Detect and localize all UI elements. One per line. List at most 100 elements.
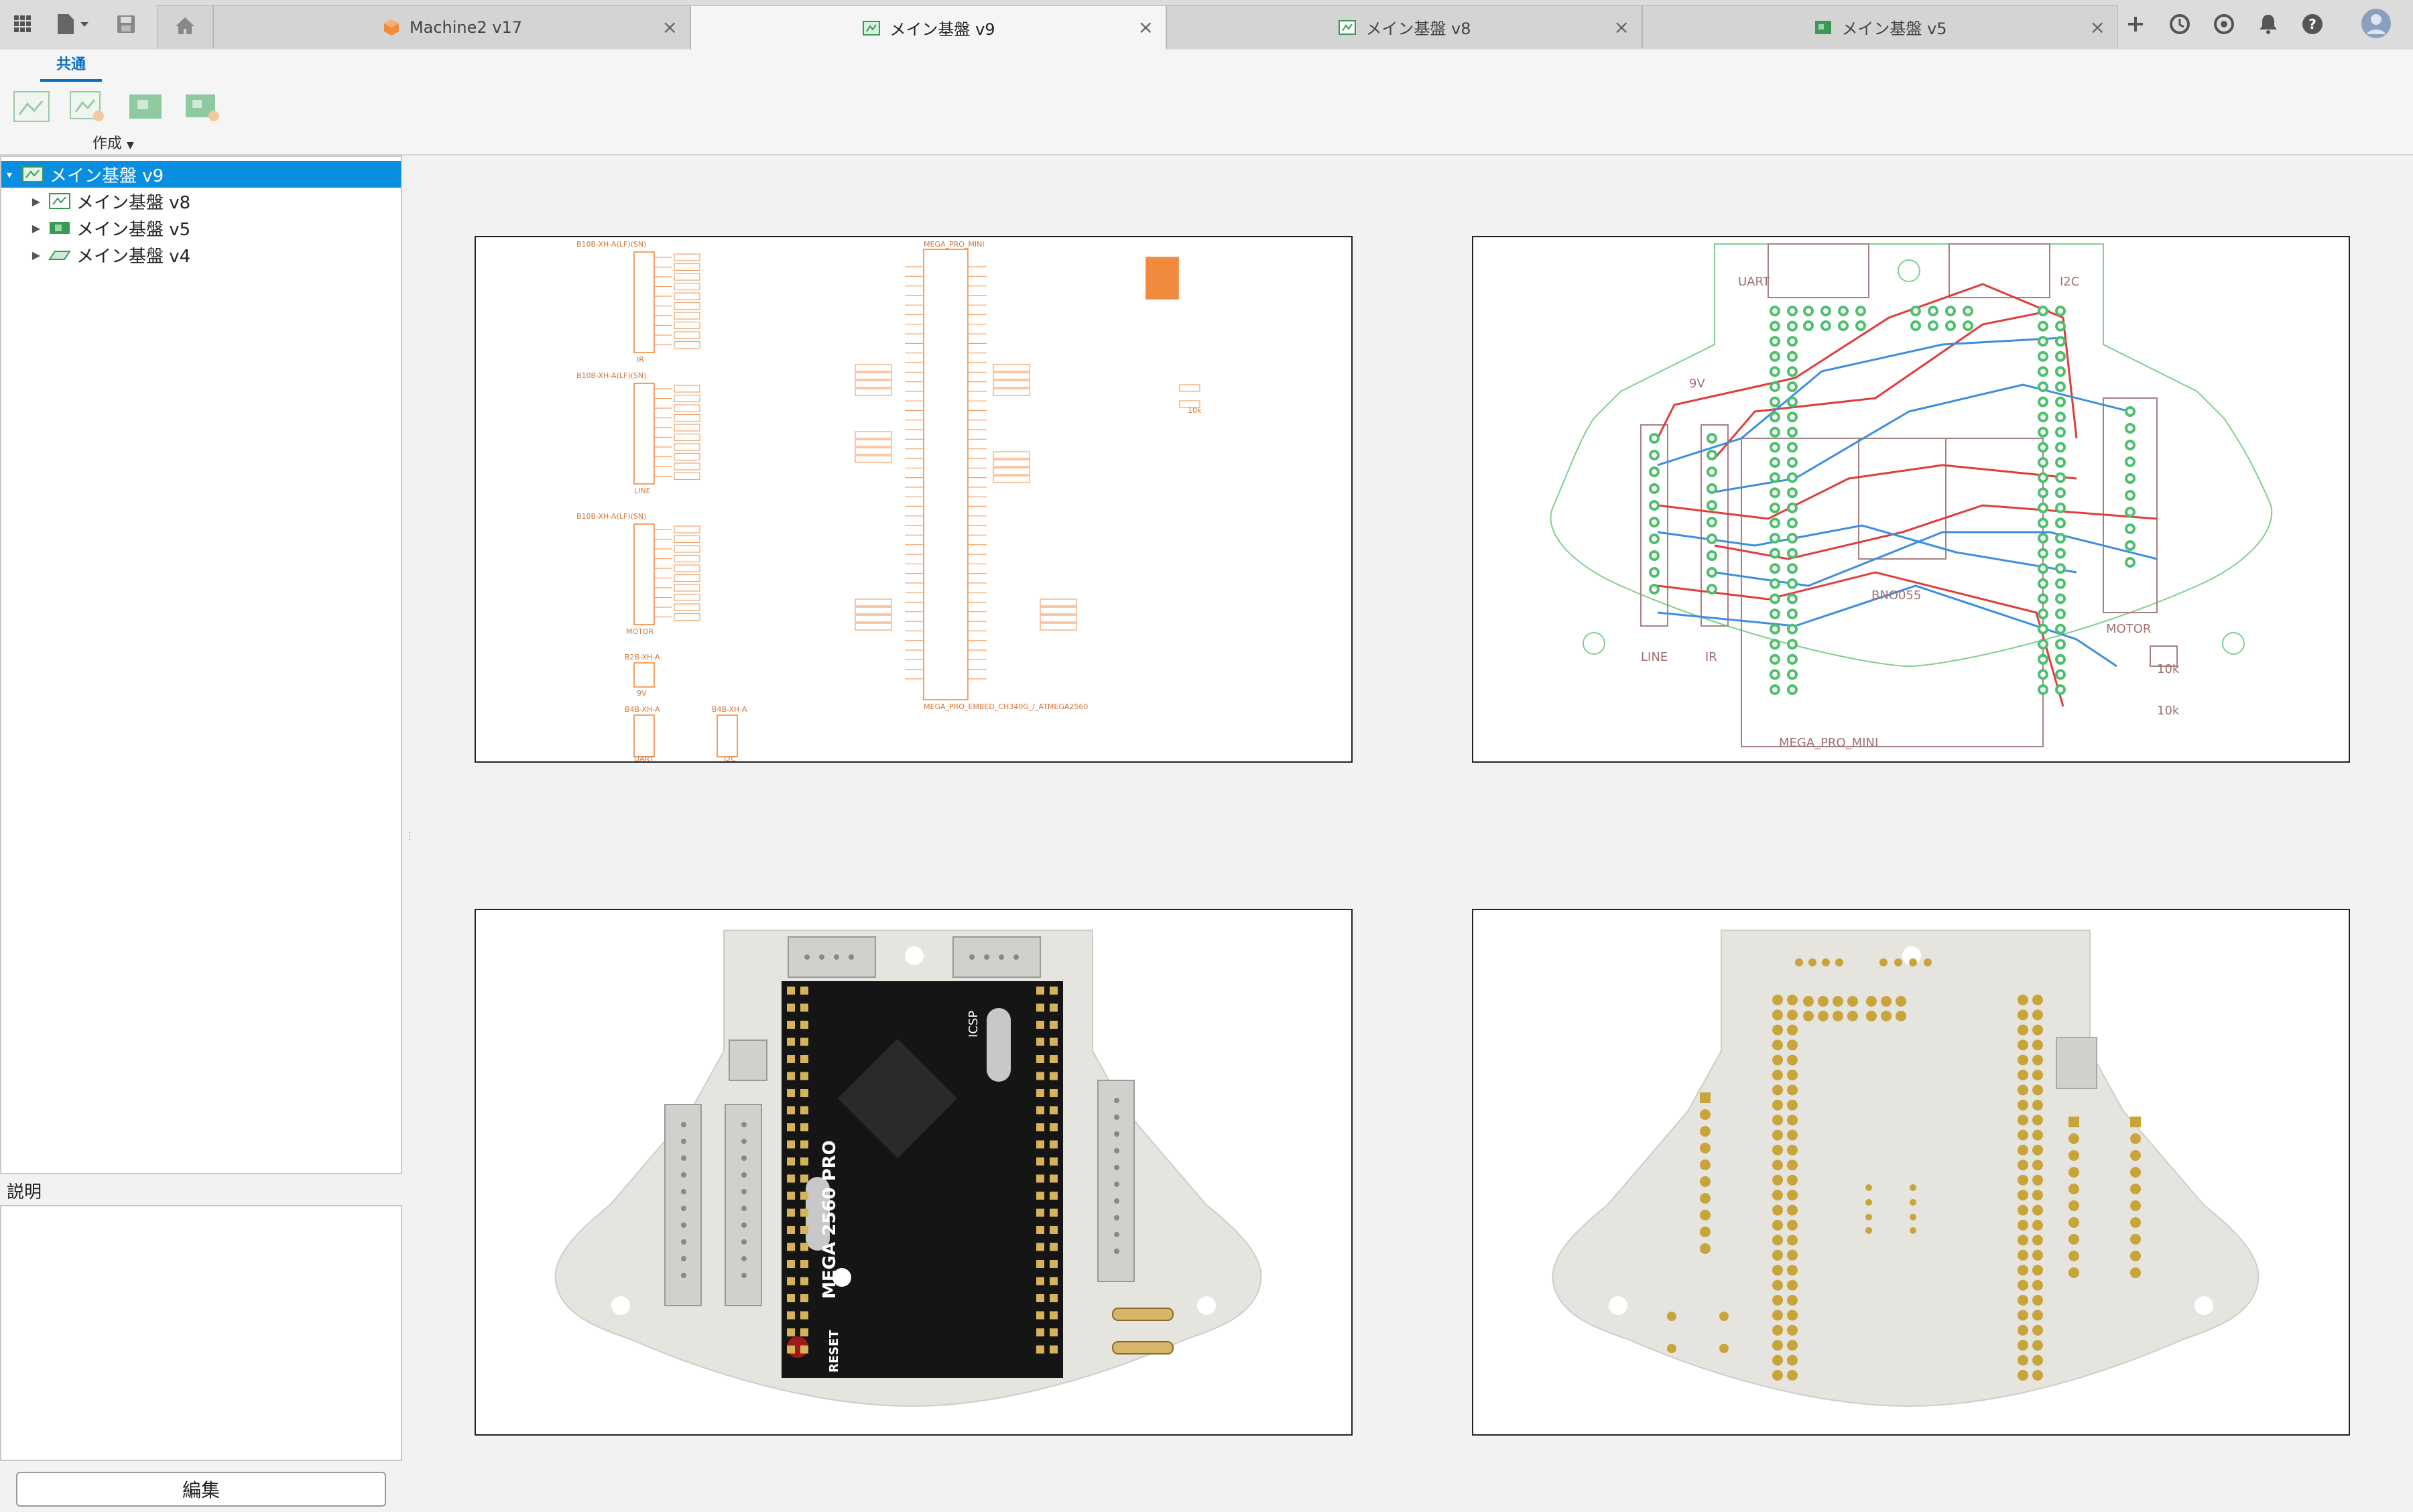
schematic-net-label bbox=[674, 433, 700, 442]
pad-round bbox=[2018, 1295, 2028, 1306]
new-schematic-link-icon[interactable] bbox=[66, 84, 110, 129]
header-pin bbox=[800, 1208, 808, 1217]
pad-round bbox=[1808, 958, 1816, 966]
pad-round bbox=[2032, 1295, 2043, 1306]
tab-main-board-v5[interactable]: メイン基盤 v5 × bbox=[1642, 5, 2118, 48]
pcb-pad bbox=[2055, 593, 2066, 605]
pcb-pad bbox=[1770, 609, 1780, 619]
close-icon[interactable]: × bbox=[2089, 16, 2105, 38]
pcb-layout-preview[interactable]: UART I2C 9V LINE IR BNO055 MOTOR 10k 10k… bbox=[1472, 236, 2350, 763]
tab-machine2[interactable]: Machine2 v17 × bbox=[213, 5, 690, 48]
pcb-pad bbox=[1787, 487, 1798, 499]
pcb-pad bbox=[2038, 653, 2048, 665]
pad-round bbox=[2068, 1251, 2079, 1261]
schematic-net-label bbox=[674, 525, 700, 533]
connector-pin bbox=[681, 1206, 686, 1211]
pcb-pad bbox=[1787, 684, 1798, 695]
pcb-trace bbox=[1657, 524, 2077, 574]
pcb-pad bbox=[1787, 457, 1798, 468]
schematic-preview[interactable]: B10B-XH-A(LF)(SN) B10B-XH-A(LF)(SN) B10B… bbox=[475, 236, 1353, 763]
clock-icon[interactable] bbox=[2166, 11, 2193, 38]
header-pin bbox=[787, 1226, 795, 1234]
plus-icon[interactable] bbox=[2122, 11, 2149, 38]
pcb-pad bbox=[2038, 502, 2048, 513]
tree-item-label: メイン基盤 v5 bbox=[76, 219, 191, 240]
pcb-pad bbox=[1787, 639, 1798, 650]
header-pin bbox=[1036, 1157, 1044, 1166]
pad-round bbox=[2018, 1159, 2028, 1171]
pcb-pad bbox=[2055, 639, 2066, 650]
expand-icon[interactable]: ▶ bbox=[32, 248, 41, 261]
close-icon[interactable]: × bbox=[662, 16, 678, 38]
edit-button[interactable]: 編集 bbox=[16, 1472, 386, 1507]
schematic-net-label bbox=[855, 623, 892, 631]
tab-label: メイン基盤 v8 bbox=[1365, 19, 1471, 38]
pcb-pad bbox=[1770, 336, 1780, 347]
pcb-pad bbox=[2055, 578, 2066, 589]
pcb-pad bbox=[2055, 609, 2066, 619]
pcb-pad bbox=[2055, 533, 2066, 544]
header-pin bbox=[1036, 1277, 1044, 1285]
pad-small bbox=[1865, 1199, 1872, 1206]
pad-round bbox=[2130, 1133, 2141, 1144]
board-bottom-render[interactable] bbox=[1472, 909, 2350, 1436]
file-icon[interactable] bbox=[52, 9, 95, 39]
expand-icon[interactable]: ▾ bbox=[6, 168, 13, 181]
schematic-net-label bbox=[855, 615, 892, 623]
pad-round bbox=[2018, 1070, 2028, 1080]
new-pcb-icon[interactable] bbox=[123, 84, 168, 129]
grid-icon[interactable] bbox=[8, 9, 38, 39]
new-schematic-icon[interactable] bbox=[9, 84, 54, 129]
schematic-net-label bbox=[674, 385, 700, 393]
header-line-label: LINE bbox=[634, 487, 651, 495]
pcb-pad bbox=[2055, 623, 2066, 635]
pcb-pad bbox=[1649, 466, 1660, 477]
tree-item-main-board-v5[interactable]: ▶ メイン基盤 v5 bbox=[1, 214, 401, 241]
header-pin bbox=[1050, 1089, 1058, 1097]
pcb-pad bbox=[2038, 639, 2048, 650]
pad-round bbox=[2032, 1354, 2043, 1366]
pad-round bbox=[1894, 958, 1902, 966]
pcb-pad bbox=[1787, 578, 1798, 589]
save-icon[interactable] bbox=[111, 9, 141, 39]
board-top-render[interactable]: MEGA 2560 PRO RESET ICSP bbox=[475, 909, 1353, 1436]
pcb-pad bbox=[1770, 548, 1780, 559]
new-pcb-link-icon[interactable] bbox=[181, 84, 225, 129]
header-pin bbox=[787, 1243, 795, 1251]
close-icon[interactable]: × bbox=[1137, 16, 1154, 38]
schematic-net-label bbox=[674, 414, 700, 422]
pad-round bbox=[2032, 1054, 2043, 1066]
description-field[interactable] bbox=[0, 1205, 402, 1461]
pad-round bbox=[1772, 1204, 1783, 1216]
expand-icon[interactable]: ▶ bbox=[32, 221, 41, 235]
sync-icon[interactable] bbox=[2211, 11, 2237, 38]
tree-item-main-board-v8[interactable]: ▶ メイン基盤 v8 bbox=[1, 188, 401, 214]
pad-round bbox=[1833, 1011, 1843, 1021]
expand-icon[interactable]: ▶ bbox=[32, 194, 41, 208]
splitter-handle[interactable]: ⋮ bbox=[405, 831, 414, 842]
pcb-pad bbox=[2038, 396, 2048, 407]
header-pin bbox=[1050, 1311, 1058, 1320]
avatar-icon[interactable] bbox=[2359, 7, 2393, 40]
tab-home[interactable] bbox=[157, 5, 213, 48]
close-icon[interactable]: × bbox=[1613, 16, 1629, 38]
tree-item-main-board-v9[interactable]: ▾ メイン基盤 v9 bbox=[1, 161, 401, 188]
bell-icon[interactable] bbox=[2255, 11, 2282, 38]
tab-main-board-v8[interactable]: メイン基盤 v8 × bbox=[1166, 5, 1642, 48]
ribbon-tab-common[interactable]: 共通 bbox=[40, 52, 102, 82]
schematic-net-label bbox=[674, 424, 700, 432]
help-icon[interactable]: ? bbox=[2299, 11, 2326, 38]
connector-pin bbox=[681, 1122, 686, 1127]
pad-round bbox=[2130, 1234, 2141, 1245]
pcb-label-bno055: BNO055 bbox=[1871, 588, 1921, 603]
header-pin bbox=[1050, 1003, 1058, 1012]
tree-item-main-board-v4[interactable]: ▶ メイン基盤 v4 bbox=[1, 241, 401, 268]
ribbon-group-create[interactable]: 作成 ▼ bbox=[92, 131, 134, 153]
pcb-pad bbox=[2055, 684, 2066, 695]
header-i2c-label: I2C bbox=[724, 755, 736, 761]
connector-pin bbox=[1013, 954, 1019, 960]
pcb-label-res2: 10k bbox=[2157, 704, 2180, 718]
pad-round bbox=[2032, 1070, 2043, 1080]
tab-main-board-v9[interactable]: メイン基盤 v9 × bbox=[690, 5, 1166, 50]
pad-round bbox=[2018, 1324, 2028, 1336]
